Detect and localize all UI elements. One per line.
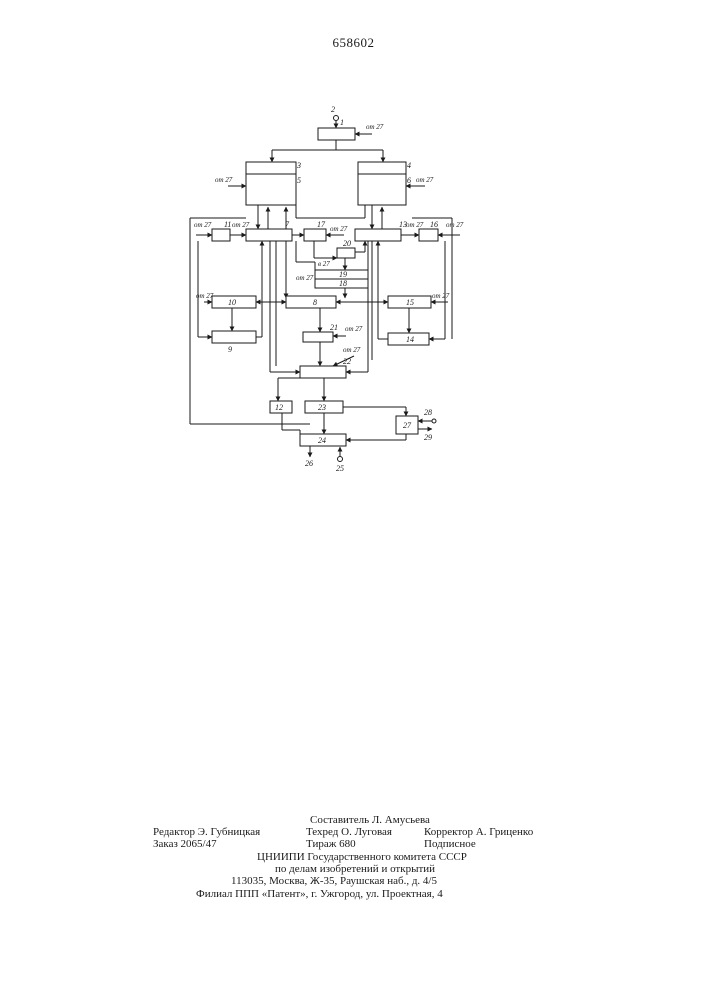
- label-7: 7: [285, 220, 290, 229]
- label-4: 4: [407, 161, 411, 170]
- label-27: 27: [403, 421, 412, 430]
- block-7: [246, 229, 292, 241]
- signal-label: от 27: [345, 325, 363, 333]
- circulation-line: Тираж 680: [306, 838, 356, 851]
- block-4-6: [358, 162, 406, 205]
- terminal-label-26: 26: [305, 459, 313, 468]
- block-22: [300, 366, 346, 378]
- blocks: [212, 128, 438, 446]
- block-16: [419, 229, 438, 241]
- label-22: 22: [343, 357, 351, 366]
- label-8: 8: [313, 298, 317, 307]
- label-1: 1: [340, 118, 344, 127]
- label-12: 12: [275, 403, 283, 412]
- label-11: 11: [224, 220, 231, 229]
- signal-label: от 27: [296, 274, 314, 282]
- branch-line: Филиал ППП «Патент», г. Ужгород, ул. Про…: [196, 888, 443, 901]
- signal-label: от 27: [196, 292, 214, 300]
- signal-label: в 27: [318, 260, 330, 268]
- label-23: 23: [318, 403, 326, 412]
- signal-label: от 27: [416, 176, 434, 184]
- block-17: [304, 229, 326, 241]
- terminal-2: [334, 116, 339, 121]
- block-13: [355, 229, 401, 241]
- block-21: [303, 332, 333, 342]
- label-16: 16: [430, 220, 438, 229]
- signal-label: от 27: [232, 221, 250, 229]
- block-3-5: [246, 162, 296, 205]
- label-21: 21: [330, 323, 338, 332]
- terminal-label-29: 29: [424, 433, 432, 442]
- label-14: 14: [406, 335, 414, 344]
- label-17: 17: [317, 220, 326, 229]
- block-11: [212, 229, 230, 241]
- signal-label: от 27: [215, 176, 233, 184]
- signal-label: от 27: [194, 221, 212, 229]
- label-19: 19: [339, 270, 347, 279]
- label-15: 15: [406, 298, 414, 307]
- label-20: 20: [343, 239, 351, 248]
- label-24: 24: [318, 436, 326, 445]
- label-9: 9: [228, 345, 232, 354]
- signal-label: от 27: [330, 225, 348, 233]
- block-9: [212, 331, 256, 343]
- signal-label: от 27: [343, 346, 361, 354]
- address-line: 113035, Москва, Ж-35, Раушская наб., д. …: [231, 875, 437, 888]
- block-8: [286, 296, 336, 308]
- terminal-28: [432, 419, 436, 423]
- order-line: Заказ 2065/47: [153, 838, 217, 851]
- signal-label: от 27: [432, 292, 450, 300]
- block-20: [337, 248, 355, 258]
- block-1: [318, 128, 355, 140]
- signal-label: от 27: [366, 123, 384, 131]
- terminal-label-28: 28: [424, 408, 432, 417]
- label-3: 3: [296, 161, 301, 170]
- signal-label: от 27: [406, 221, 424, 229]
- terminal-25: [338, 457, 343, 462]
- label-10: 10: [228, 298, 236, 307]
- terminal-label-25: 25: [336, 464, 344, 473]
- terminal-label-2: 2: [331, 105, 335, 114]
- signal-label: от 27: [446, 221, 464, 229]
- label-5: 5: [297, 176, 301, 185]
- label-6: 6: [407, 176, 411, 185]
- subscription-line: Подписное: [424, 838, 476, 851]
- label-18: 18: [339, 279, 347, 288]
